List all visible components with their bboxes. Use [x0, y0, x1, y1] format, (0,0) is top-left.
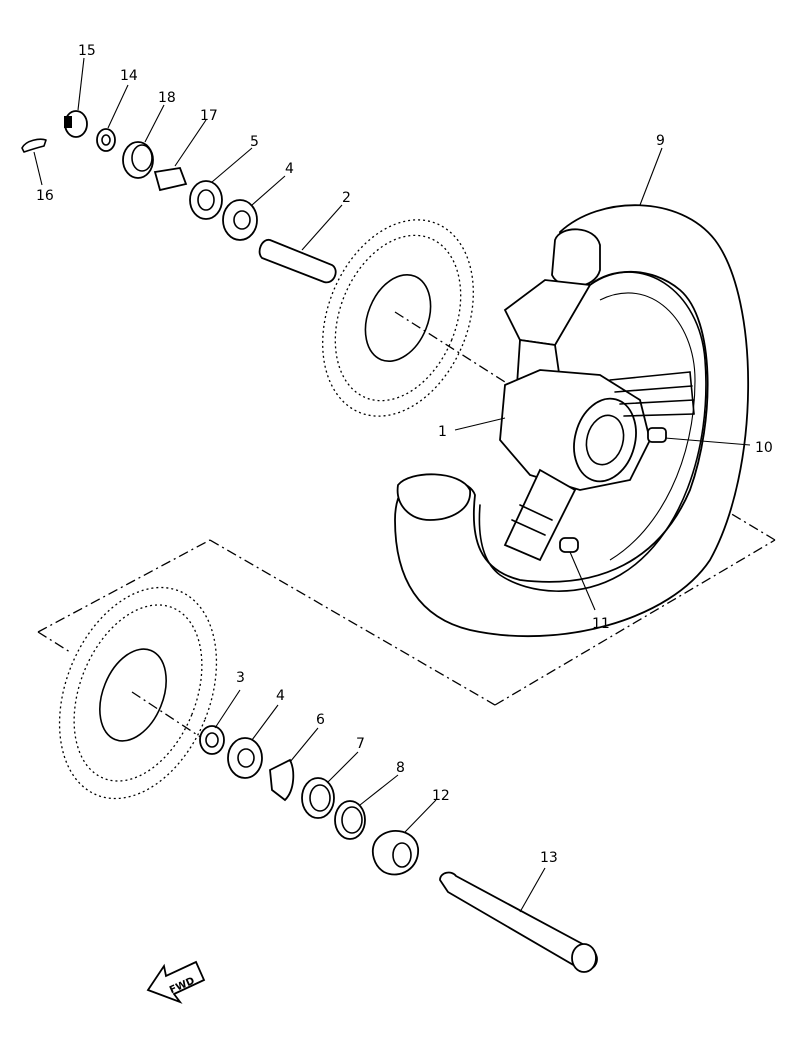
- callout-4-lower: 4: [276, 688, 285, 704]
- callout-9: 9: [656, 133, 665, 149]
- leader-lines: [33, 57, 751, 913]
- brake-disc-upper: [322, 219, 474, 417]
- callout-12: 12: [432, 788, 450, 804]
- callout-15: 15: [78, 43, 96, 59]
- callout-17: 17: [200, 108, 218, 124]
- callout-8: 8: [396, 760, 405, 776]
- fwd-arrow: FWD: [146, 960, 206, 1004]
- callout-11: 11: [592, 616, 610, 632]
- callout-labels: 15 14 18 17 5 4 2 16 9 1 10 11 3 4 6 7 8…: [36, 43, 773, 866]
- callout-4-upper: 4: [285, 161, 294, 177]
- callout-7: 7: [356, 736, 365, 752]
- callout-18: 18: [158, 90, 176, 106]
- callout-3: 3: [236, 670, 245, 686]
- upper-small-parts: [21, 110, 337, 284]
- callout-6: 6: [316, 712, 325, 728]
- callout-2: 2: [342, 190, 351, 206]
- brake-disc-lower: [58, 586, 218, 800]
- lower-small-parts: [199, 725, 598, 973]
- callout-1: 1: [438, 424, 447, 440]
- callout-14: 14: [120, 68, 138, 84]
- callout-13: 13: [540, 850, 558, 866]
- callout-10: 10: [755, 440, 773, 456]
- callout-5: 5: [250, 134, 259, 150]
- axis-center-lines: [37, 311, 776, 741]
- callout-16: 16: [36, 188, 54, 204]
- wheel-rim: [394, 204, 750, 637]
